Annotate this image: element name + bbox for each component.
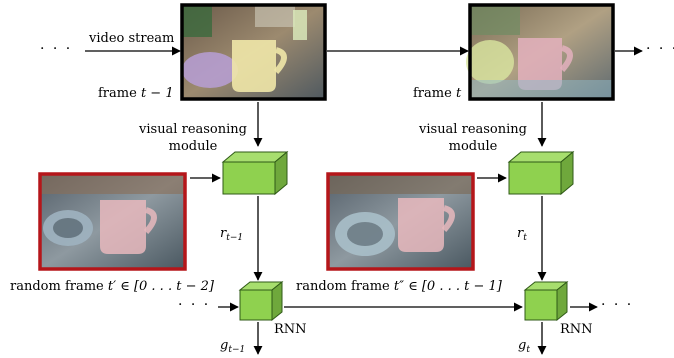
random-frame-t-double-prime-label: random frame t″ ∈ [0 . . . t − 1] (296, 279, 502, 294)
ellipsis-right-bottom: · · · (601, 297, 634, 313)
vrm-label-left-line2: module (168, 139, 218, 154)
vrm-label-left-line1: visual reasoning (139, 122, 247, 137)
visual-reasoning-module-box-right (507, 150, 575, 196)
ellipsis-right-top: · · · (646, 41, 674, 57)
ellipsis-left-top: · · · (40, 41, 73, 57)
arrows (85, 46, 643, 355)
g-t-minus-1-label: gt−1 (220, 338, 246, 355)
frame-t-label: frame t (413, 86, 462, 101)
random-frame-t-double-prime-image (326, 172, 475, 271)
rnn-label-left: RNN (274, 322, 307, 337)
ellipsis-left-bottom: · · · (178, 297, 211, 313)
rnn-box-left (238, 280, 284, 322)
rnn-label-right: RNN (560, 322, 593, 337)
random-frame-t-prime-label: random frame t′ ∈ [0 . . . t − 2] (10, 279, 214, 294)
rnn-box-right (523, 280, 569, 322)
frame-t-minus-1-image (180, 3, 327, 101)
r-t-minus-1-label: rt−1 (220, 226, 244, 243)
vrm-label-right-line2: module (448, 139, 498, 154)
r-t-label: rt (517, 226, 527, 243)
g-t-label: gt (518, 338, 530, 355)
visual-reasoning-module-box-left (221, 150, 289, 196)
frame-t-minus-1-label: frame t − 1 (98, 86, 174, 101)
vrm-label-right-line1: visual reasoning (419, 122, 527, 137)
frame-t-image (466, 3, 615, 101)
random-frame-t-prime-image (38, 172, 187, 271)
video-stream-label: video stream (89, 31, 175, 46)
